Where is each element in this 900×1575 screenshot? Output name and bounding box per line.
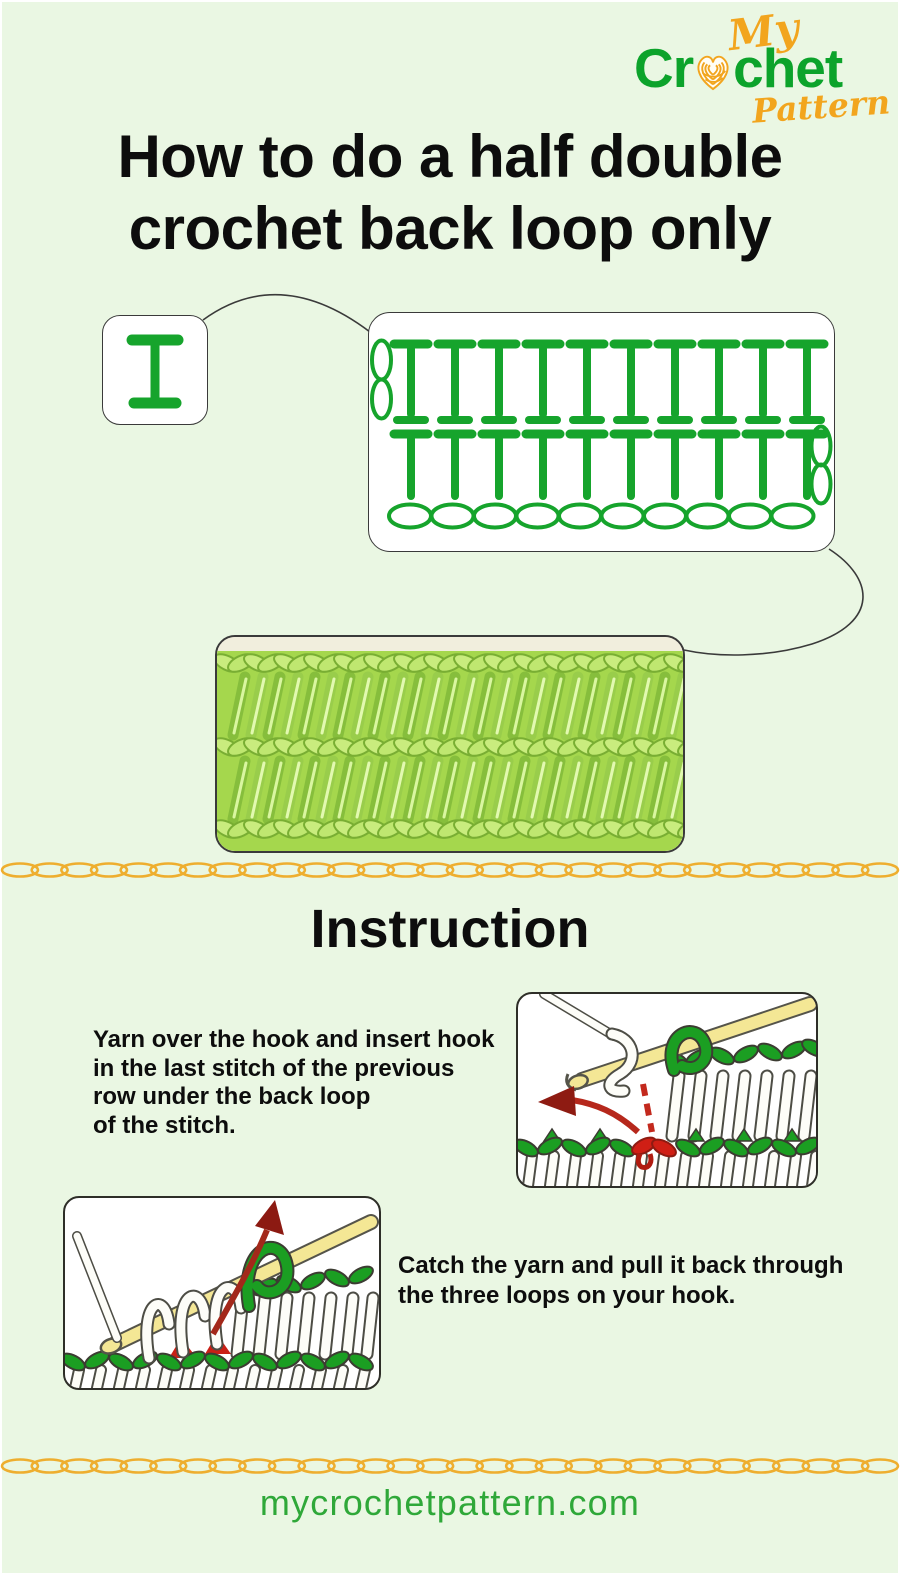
instruction-heading: Instruction [310,899,590,959]
crochet-chart [370,338,833,530]
step-1-illustration [516,992,818,1188]
page-title: How to do a half double crochet back loo… [0,121,900,265]
step-1-line-1: Yarn over the hook and insert hook [93,1026,495,1053]
step-1-line-3: row under the back loop [93,1083,371,1110]
pull-through-arrow [210,1200,284,1336]
half-double-crochet-symbol-icon [126,334,184,409]
footer: mycrochetpattern.com [0,1482,900,1524]
connector-chart-to-photo [683,548,864,656]
connector-symbol-to-chart [202,293,371,333]
step-1-diagram [518,994,816,1186]
logo-word-crochet: Cr chet [634,37,843,99]
step-1-text: Yarn over the hook and insert hook in th… [93,1026,523,1140]
logo-crochet-prefix: Cr [634,37,694,99]
swatch-photo [215,635,685,853]
step-2-illustration [63,1196,381,1390]
step-1-line-2: in the last stitch of the previous [93,1054,455,1082]
stitch-symbol-box [102,315,208,425]
step-1-line-4: of the stitch. [93,1111,236,1139]
yarn-ball-icon [697,55,729,90]
step-2-text: Catch the yarn and pull it back through … [398,1251,868,1311]
website-url: mycrochetpattern.com [259,1482,641,1523]
insert-arrow [538,1083,655,1135]
logo-crochet-suffix: chet [733,37,843,99]
brand-logo: My Cr chet Pattern [600,3,892,131]
title-line-2: crochet back loop only [128,195,772,262]
step-2-line-2: the three loops on your hook. [398,1282,736,1309]
chain-divider [0,1458,900,1474]
stitch-chart-box [368,312,835,552]
title-line-1: How to do a half double [117,123,783,190]
chain-divider [0,862,900,878]
highlighted-stitch [631,1136,677,1170]
step-2-line-1: Catch the yarn and pull it back through [398,1252,844,1279]
swatch-photo-image [217,637,683,851]
step-2-diagram [65,1200,379,1388]
